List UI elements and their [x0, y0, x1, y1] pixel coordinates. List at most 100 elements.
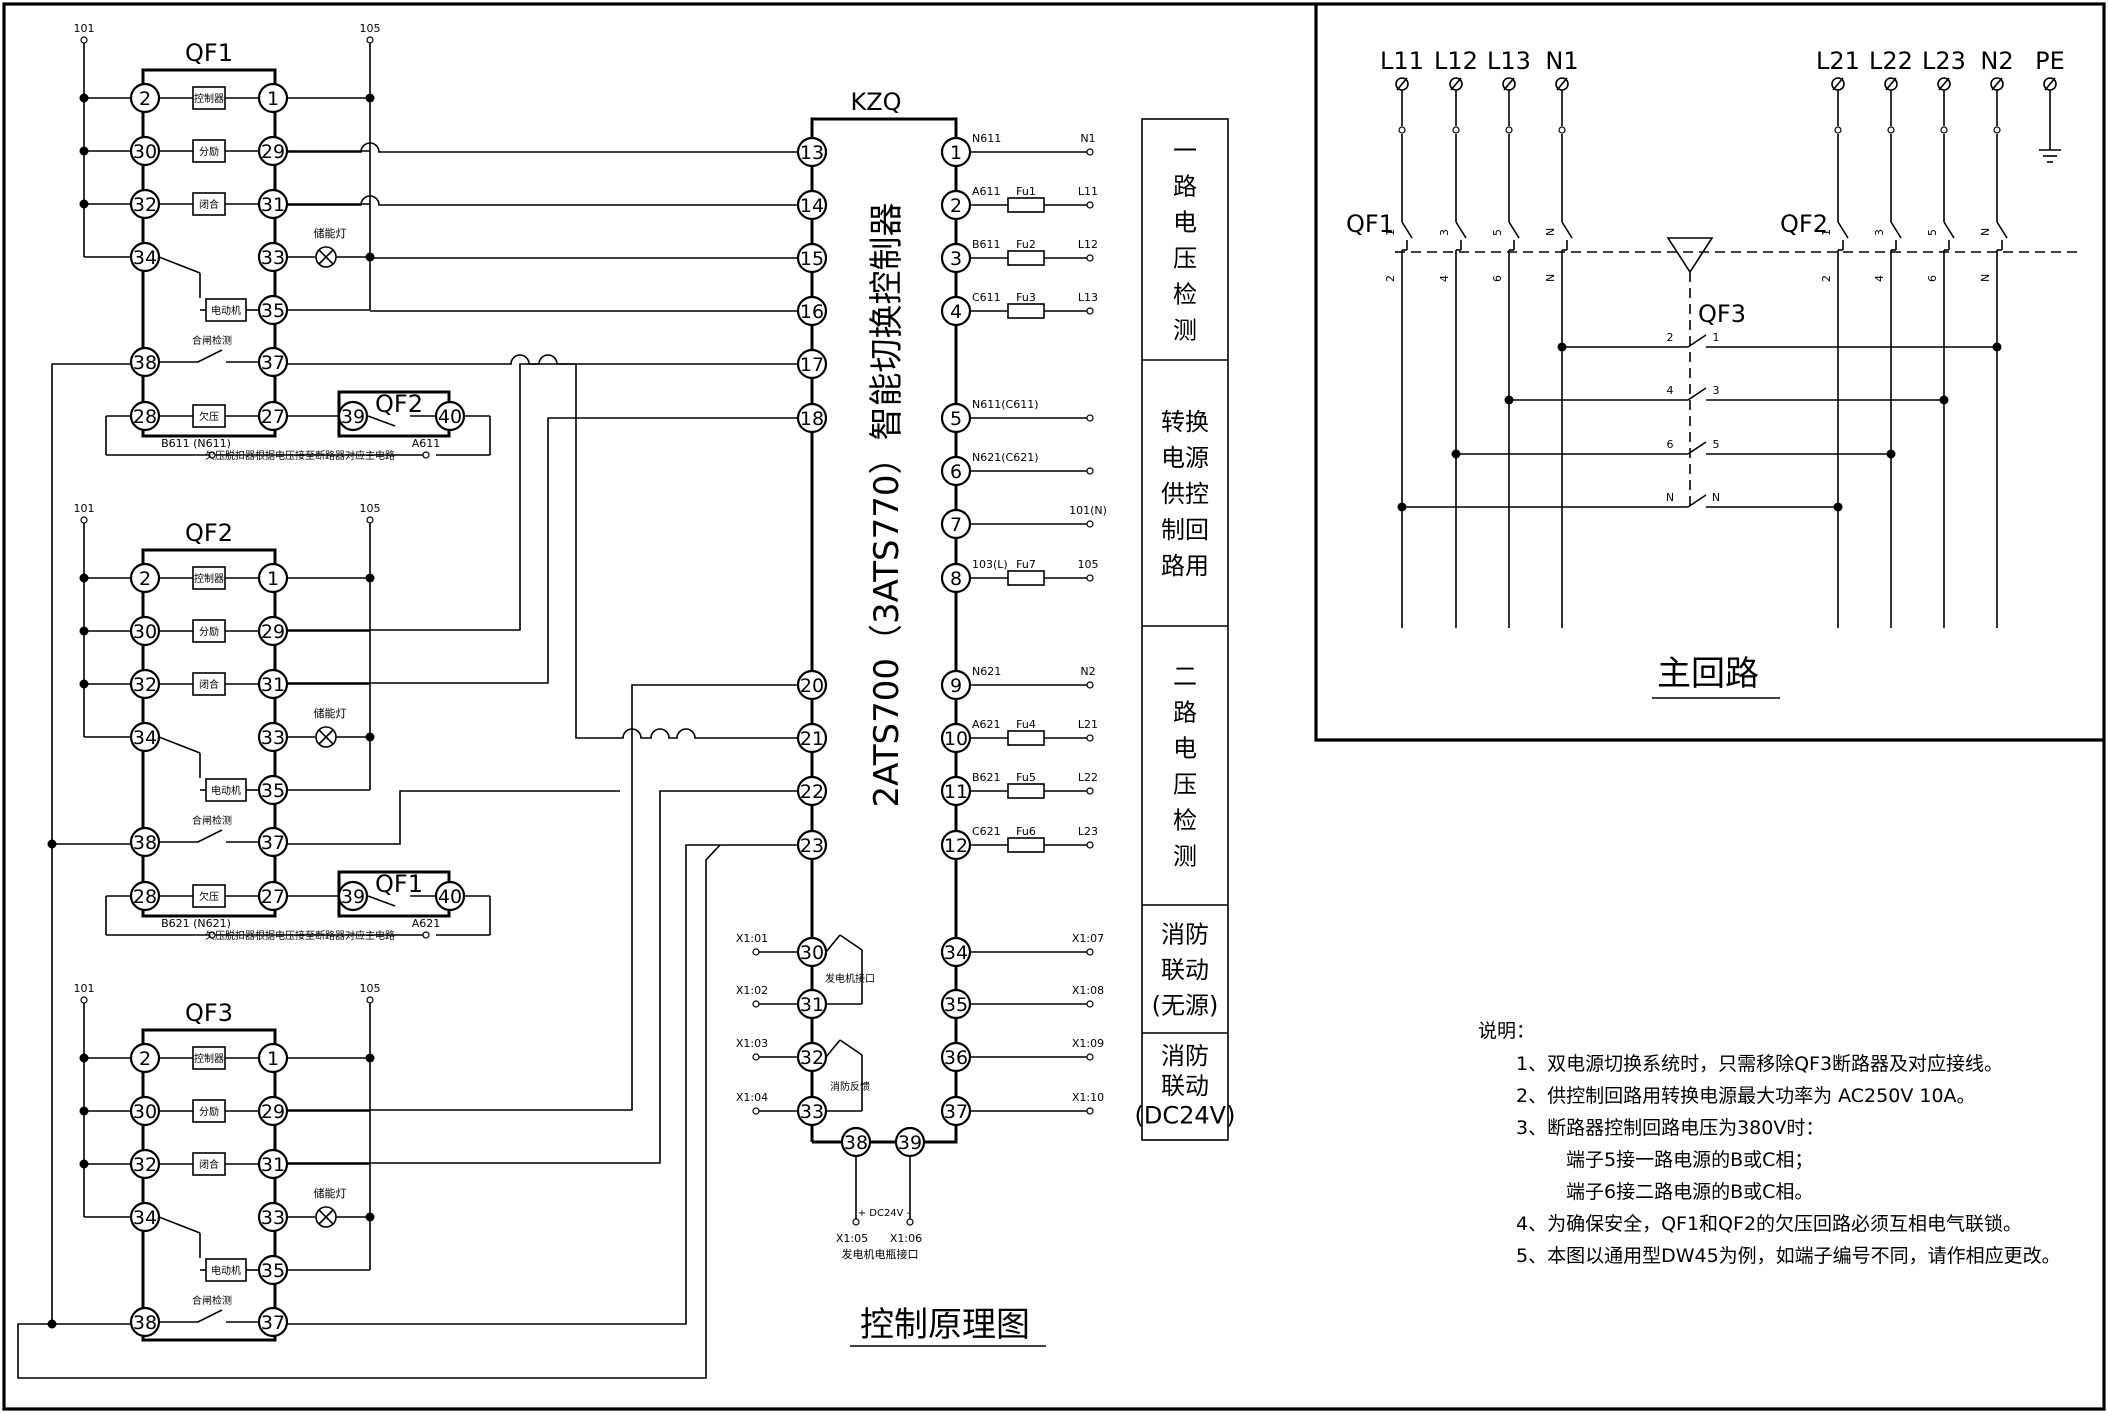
side-column-char: 检 [1173, 807, 1197, 835]
terminal-number: 28 [133, 406, 157, 428]
junction-dot [79, 199, 89, 209]
terminal-number: 39 [898, 1132, 922, 1154]
terminal-number: 37 [261, 832, 285, 854]
function-label: 分励 [199, 145, 219, 158]
controller-left-terminal [796, 348, 828, 380]
note-line: 3、断路器控制回路电压为380V时： [1516, 1117, 1824, 1139]
side-column-char: 消防 [1161, 920, 1209, 948]
open-terminal [1086, 467, 1094, 475]
open-terminal [422, 931, 430, 939]
side-column-char: 检 [1173, 281, 1197, 309]
fuse-label: Fu1 [1016, 185, 1036, 198]
open-terminal [366, 996, 374, 1004]
bus-101-label: 101 [74, 22, 95, 35]
pole-top-number: 3 [1438, 229, 1451, 236]
interlock-terminal [337, 400, 369, 432]
terminal-number: 38 [133, 1312, 157, 1334]
side-column-char: 测 [1173, 843, 1197, 871]
close-detect-label: 合闸检测 [192, 334, 232, 347]
bus-105-label: 105 [360, 502, 381, 515]
note-line: 端子5接一路电源的B或C相； [1566, 1149, 1813, 1171]
pole-top-number: 1 [1820, 229, 1833, 236]
wire [51, 363, 131, 1324]
bus-terminal-slash [1938, 77, 1950, 91]
junction-dot [365, 252, 375, 262]
qf-title: QF2 [185, 519, 233, 547]
open-terminal [80, 36, 88, 44]
pole-top-number: N [1544, 228, 1557, 236]
pole-bottom-number: 4 [1873, 275, 1886, 282]
junction-dot [79, 626, 89, 636]
side-column-char: 电 [1173, 735, 1197, 763]
wire-end-label: 105 [1078, 558, 1099, 571]
qf3-operator-triangle [1666, 237, 1714, 274]
bus-terminal-slash [1503, 77, 1515, 91]
terminal-number: 38 [133, 832, 157, 854]
terminal-left [129, 1042, 161, 1074]
junction-dot [1397, 502, 1407, 512]
side-column-char: 二 [1173, 663, 1197, 691]
side-column-table: 一路电压检测转换电源供控制回路用二路电压检测消防联动(无源)消防联动(DC24V… [1135, 118, 1235, 1141]
terminal-number: 2 [139, 88, 151, 110]
junction-dot [79, 679, 89, 689]
bus-label: L12 [1434, 47, 1478, 75]
function-label: 控制器 [194, 1052, 224, 1065]
terminal-number: 31 [261, 194, 285, 216]
junction-dot [365, 573, 375, 583]
qf3-pole-right: 3 [1713, 384, 1720, 397]
open-terminal [208, 931, 216, 939]
notes-heading: 说明： [1478, 1020, 1535, 1042]
wire-tag: N621 [972, 665, 1001, 678]
terminal-number: 36 [944, 1047, 968, 1069]
terminal-number: 33 [261, 1207, 285, 1229]
qf3-pole-right: 1 [1713, 331, 1720, 344]
qf3-pole-left: 2 [1667, 331, 1674, 344]
junction-dot [1557, 342, 1567, 352]
function-label: 分励 [199, 625, 219, 638]
wire [287, 363, 798, 631]
terminal-number: 16 [800, 301, 824, 323]
qf3-contact [1687, 387, 1707, 401]
junction-dot [1504, 395, 1514, 405]
qf3-contact [1687, 441, 1707, 455]
terminal-number: 2 [139, 1048, 151, 1070]
open-terminal [208, 451, 216, 459]
wire [287, 790, 620, 845]
terminal-number: 9 [950, 675, 962, 697]
interlock-terminal [337, 880, 369, 912]
junction-dot [365, 1053, 375, 1063]
terminal-number: 34 [133, 247, 157, 269]
notes-block: 说明： 1、双电源切换系统时，只需移除QF3断路器及对应接线。 2、供控制回路用… [1478, 1020, 2061, 1267]
terminal-number: 31 [261, 1154, 285, 1176]
wire [287, 684, 798, 1111]
function-label: 控制器 [194, 92, 224, 105]
junction-dot [365, 732, 375, 742]
terminal-right [257, 1042, 289, 1074]
terminal-number: 39 [341, 886, 365, 908]
wire [287, 195, 798, 206]
terminal-number: 22 [800, 781, 824, 803]
fuse-label: Fu4 [1016, 718, 1036, 731]
open-terminal [1086, 414, 1094, 422]
open-terminal [1086, 1053, 1094, 1061]
terminal-number: 14 [800, 195, 824, 217]
open-terminal [1086, 734, 1094, 742]
junction-dot [79, 573, 89, 583]
x1-label: X1:02 [736, 984, 768, 997]
terminal-number: 15 [800, 248, 824, 270]
open-terminal [1086, 254, 1094, 262]
side-column-char: 一 [1173, 137, 1197, 165]
wire-end-label: L12 [1078, 238, 1098, 251]
open-terminal [366, 516, 374, 524]
interlock-contact [367, 415, 396, 427]
bus-terminal-slash [1450, 77, 1462, 91]
terminal-number: 40 [438, 886, 462, 908]
bus-terminal-slash [1556, 77, 1568, 91]
terminal-number: 37 [944, 1101, 968, 1123]
fire-contact [839, 1039, 863, 1056]
wire [287, 354, 798, 739]
terminal-number: 27 [261, 886, 285, 908]
